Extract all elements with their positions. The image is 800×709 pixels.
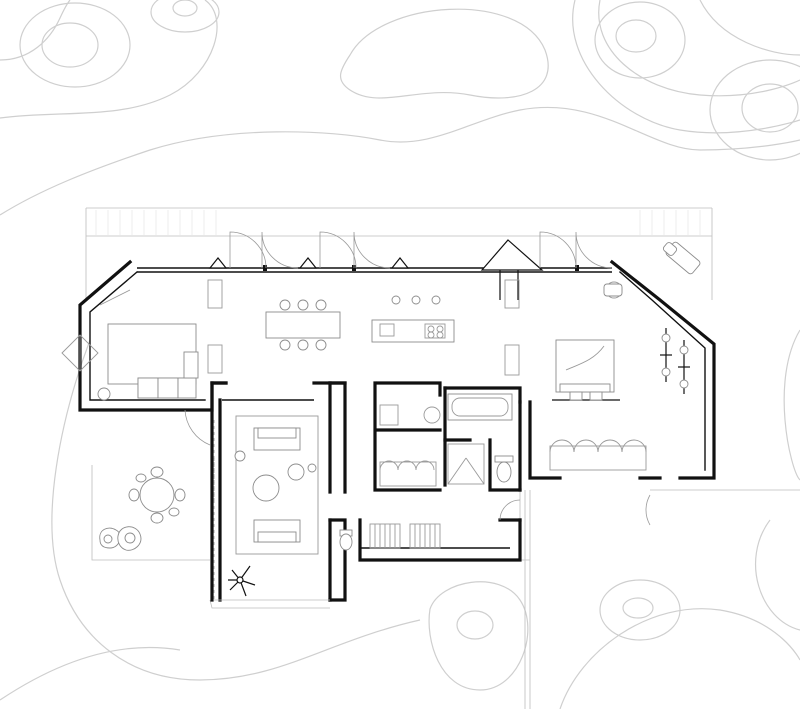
sunlounger-icon — [662, 241, 701, 275]
dining-table-icon — [265, 299, 341, 351]
stairs-icon — [369, 523, 441, 549]
shower-icon — [447, 443, 485, 485]
kitchen-units — [207, 279, 520, 376]
utility-room — [379, 404, 441, 487]
kitchen-island-icon — [371, 295, 455, 343]
garden-loungers — [99, 526, 142, 551]
floor-plan-walls — [78, 259, 716, 602]
doors — [61, 231, 651, 526]
site-boundary — [85, 207, 800, 709]
bathtub-icon — [447, 393, 513, 421]
bicycle-icon — [660, 328, 690, 394]
round-table-icon — [128, 466, 186, 524]
living-room-furniture — [213, 415, 319, 555]
entry-arrow-icon — [480, 239, 544, 271]
bed-icon — [552, 339, 620, 401]
potted-plant-icon — [228, 565, 256, 597]
timber-deck — [95, 210, 701, 235]
sofa-icon — [97, 289, 199, 401]
toilet-icon — [339, 455, 514, 551]
facade-markers — [208, 239, 579, 300]
bedroom-wardrobe — [549, 281, 647, 471]
